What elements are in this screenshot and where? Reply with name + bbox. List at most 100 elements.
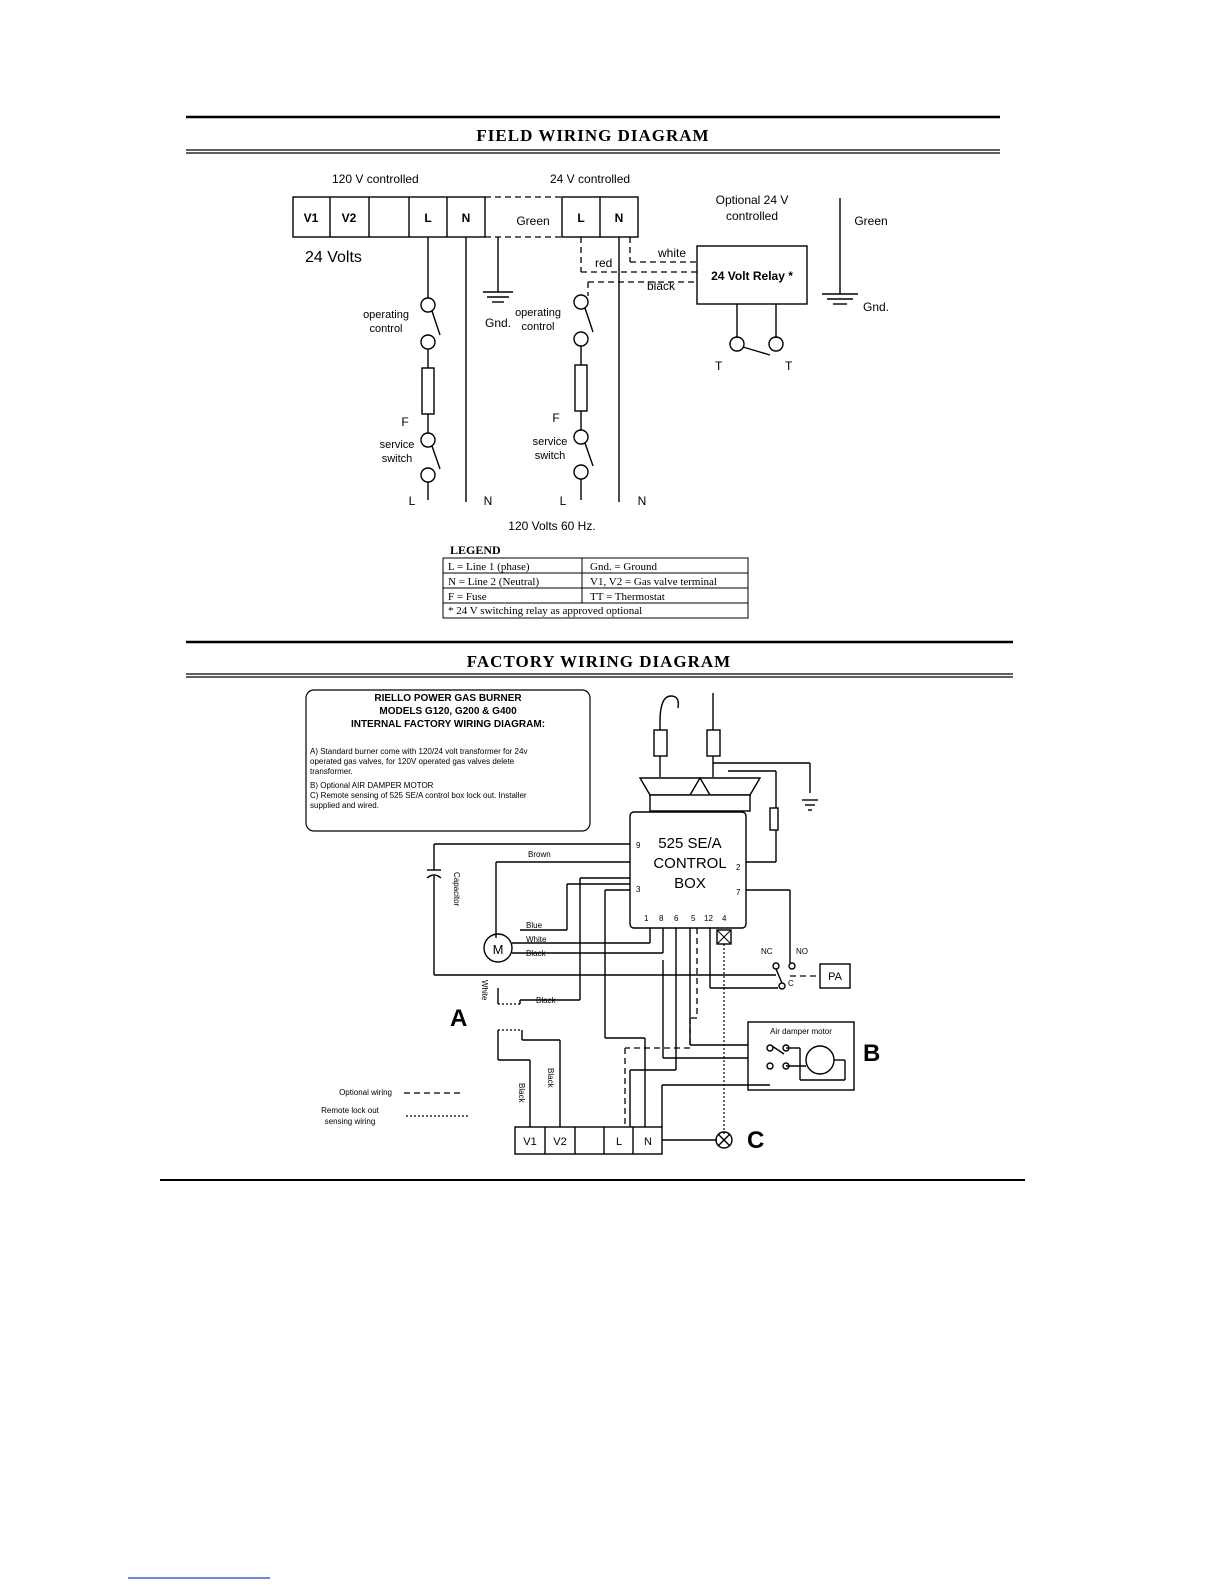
ignition-leads (638, 693, 818, 863)
wire-white: White (526, 935, 547, 944)
label-remote-lockout-2: sensing wiring (325, 1117, 376, 1126)
label-remote-lockout-1: Remote lock out (321, 1106, 380, 1115)
label-service-right-2: switch (535, 450, 566, 462)
info-note-5: C) Remote sensing of 525 SE/A control bo… (310, 791, 527, 800)
legend-row3-col1: F = Fuse (448, 591, 487, 603)
label-c-switch: C (788, 979, 794, 988)
circuit-24v-right (573, 237, 697, 502)
pin-9: 9 (636, 841, 641, 850)
pin-2: 2 (736, 863, 741, 872)
ground-symbol-right (822, 293, 858, 305)
label-operating-right-2: control (521, 321, 554, 333)
legend-note: * 24 V switching relay as approved optio… (448, 605, 642, 617)
relay-24v: 24 Volt Relay * (696, 245, 808, 356)
label-optional-wiring: Optional wiring (339, 1088, 392, 1097)
bottom-terminal-strip: V1 V2 L N (514, 1126, 663, 1155)
wire-blue: Blue (526, 921, 543, 930)
label-pa: PA (828, 971, 843, 983)
label-gnd-mid: Gnd. (485, 316, 511, 330)
label-operating-left-2: control (369, 323, 402, 335)
factory-wires (426, 843, 855, 1149)
pin-6: 6 (674, 914, 679, 923)
label-neutral-right: N (638, 494, 647, 508)
label-nc: NC (761, 947, 773, 956)
label-gnd-right: Gnd. (863, 300, 889, 314)
control-box-line-2: CONTROL (653, 855, 726, 872)
label-operating-left-1: operating (363, 309, 409, 321)
pin-4: 4 (722, 914, 727, 923)
label-optional-24v-line2: controlled (726, 209, 778, 223)
wire-black: Black (526, 949, 547, 958)
pin-8: 8 (659, 914, 664, 923)
info-note-4: B) Optional AIR DAMPER MOTOR (310, 781, 434, 790)
label-wire-red: red (595, 256, 612, 270)
legend-row1-col2: Gnd. = Ground (590, 561, 658, 573)
label-air-damper: Air damper motor (770, 1027, 832, 1036)
label-b: B (863, 1040, 880, 1067)
pin-7: 7 (736, 888, 741, 897)
bottom-terminal-l: L (616, 1136, 622, 1148)
label-line-right: L (560, 494, 567, 508)
label-c: C (747, 1127, 764, 1154)
bottom-terminal-v2: V2 (553, 1136, 566, 1148)
legend-row1-col1: L = Line 1 (phase) (448, 561, 530, 573)
wire-black-vertical-2: Black (517, 1083, 526, 1104)
control-box-line-3: BOX (674, 875, 706, 892)
label-24-volts: 24 Volts (305, 249, 362, 266)
circuit-120v-left (420, 237, 467, 502)
legend-title: LEGEND (450, 543, 501, 557)
label-fuse-right: F (552, 411, 559, 425)
info-note-1: A) Standard burner come with 120/24 volt… (310, 747, 527, 756)
legend-row3-col2: TT = Thermostat (590, 591, 665, 603)
terminal-v2: V2 (342, 211, 357, 225)
label-neutral-left: N (484, 494, 493, 508)
pin-3: 3 (636, 885, 641, 894)
bottom-terminal-n: N (644, 1136, 652, 1148)
label-a: A (450, 1005, 467, 1032)
info-line-2: MODELS G120, G200 & G400 (379, 706, 517, 717)
terminal-green: Green (516, 214, 549, 228)
wire-black-vertical-1: Black (546, 1068, 555, 1089)
field-header: FIELD WIRING DIAGRAM (186, 115, 1000, 154)
label-optional-24v-line1: Optional 24 V (716, 193, 789, 207)
pin-5: 5 (691, 914, 696, 923)
pin-1: 1 (644, 914, 649, 923)
terminal-n: N (462, 211, 471, 225)
motor-label: M (493, 942, 504, 957)
bottom-terminal-v1: V1 (523, 1136, 536, 1148)
label-wire-black: black (647, 279, 676, 293)
terminal-strip-right: L N (561, 196, 639, 238)
info-box: RIELLO POWER GAS BURNER MODELS G120, G20… (305, 689, 591, 832)
label-supply: 120 Volts 60 Hz. (508, 519, 595, 533)
label-24v-controlled: 24 V controlled (550, 172, 630, 186)
info-line-1: RIELLO POWER GAS BURNER (374, 693, 522, 704)
info-line-3: INTERNAL FACTORY WIRING DIAGRAM: (351, 719, 545, 730)
label-no: NO (796, 947, 808, 956)
label-green-right: Green (854, 214, 887, 228)
terminal-right-n: N (615, 211, 624, 225)
label-service-left-2: switch (382, 453, 413, 465)
capacitor-label: Capacitor (452, 872, 461, 907)
terminal-right-l: L (577, 211, 584, 225)
label-wire-white: white (657, 246, 686, 260)
wire-white-vertical: White (480, 980, 489, 1001)
terminal-strip-left: V1 V2 L N (292, 196, 486, 238)
control-box-line-1: 525 SE/A (658, 835, 721, 852)
factory-title: FACTORY WIRING DIAGRAM (467, 652, 731, 671)
terminal-l: L (424, 211, 431, 225)
control-box: 525 SE/A CONTROL BOX 9 3 2 7 1 8 6 5 12 … (629, 811, 747, 945)
label-120v-controlled: 120 V controlled (332, 172, 419, 186)
factory-header: FACTORY WIRING DIAGRAM (186, 640, 1013, 678)
label-thermostat-1: T (715, 359, 723, 373)
terminal-v1: V1 (304, 211, 319, 225)
wire-brown: Brown (528, 850, 551, 859)
field-title: FIELD WIRING DIAGRAM (476, 126, 709, 145)
label-fuse-left: F (401, 415, 408, 429)
info-note-3: transformer. (310, 767, 353, 776)
info-note-6: supplied and wired. (310, 801, 379, 810)
label-service-right-1: service (533, 436, 568, 448)
label-thermostat-2: T (785, 359, 793, 373)
label-line-left: L (409, 494, 416, 508)
label-operating-right-1: operating (515, 307, 561, 319)
